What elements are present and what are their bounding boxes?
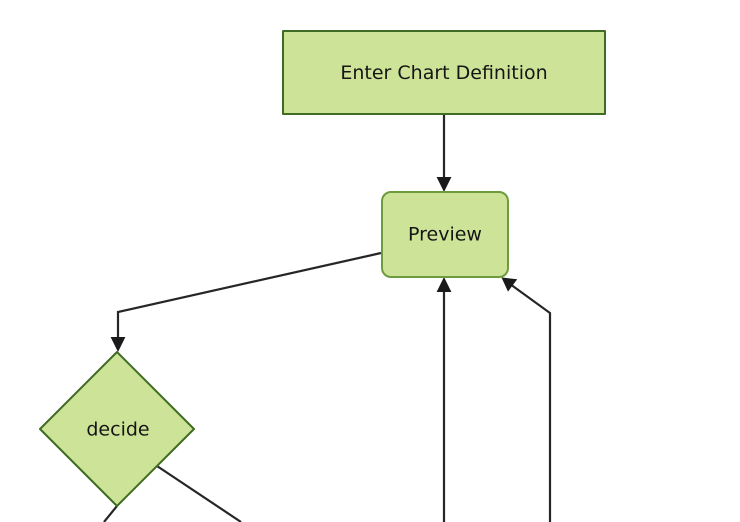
arrowhead-down-icon [110, 337, 126, 352]
edge-enter-to-preview [436, 115, 452, 192]
edge-line [156, 465, 242, 522]
node-rect[interactable] [282, 30, 606, 115]
arrowhead-up-icon [436, 277, 452, 292]
edge-preview-to-decide [110, 251, 382, 352]
node-rounded-rect[interactable] [381, 191, 509, 278]
edge-decide-to-bottom-left [103, 505, 118, 522]
edge-bottom-center-to-preview [436, 277, 452, 522]
edge-line [103, 505, 118, 522]
node-enter-chart-definition[interactable]: Enter Chart Definition [282, 30, 606, 115]
edge-line [509, 283, 552, 522]
arrowhead-up-left-icon [501, 277, 518, 292]
edge-layer [103, 115, 552, 522]
edge-decide-to-bottom-right [156, 465, 242, 522]
node-layer: Enter Chart Definition Preview decide [39, 30, 606, 507]
edge-bottom-right-to-preview [501, 277, 552, 522]
node-preview[interactable]: Preview [381, 191, 509, 278]
node-diamond[interactable] [39, 351, 195, 507]
arrowhead-down-icon [436, 177, 452, 192]
node-decide[interactable]: decide [39, 351, 195, 507]
edge-line [116, 251, 382, 343]
